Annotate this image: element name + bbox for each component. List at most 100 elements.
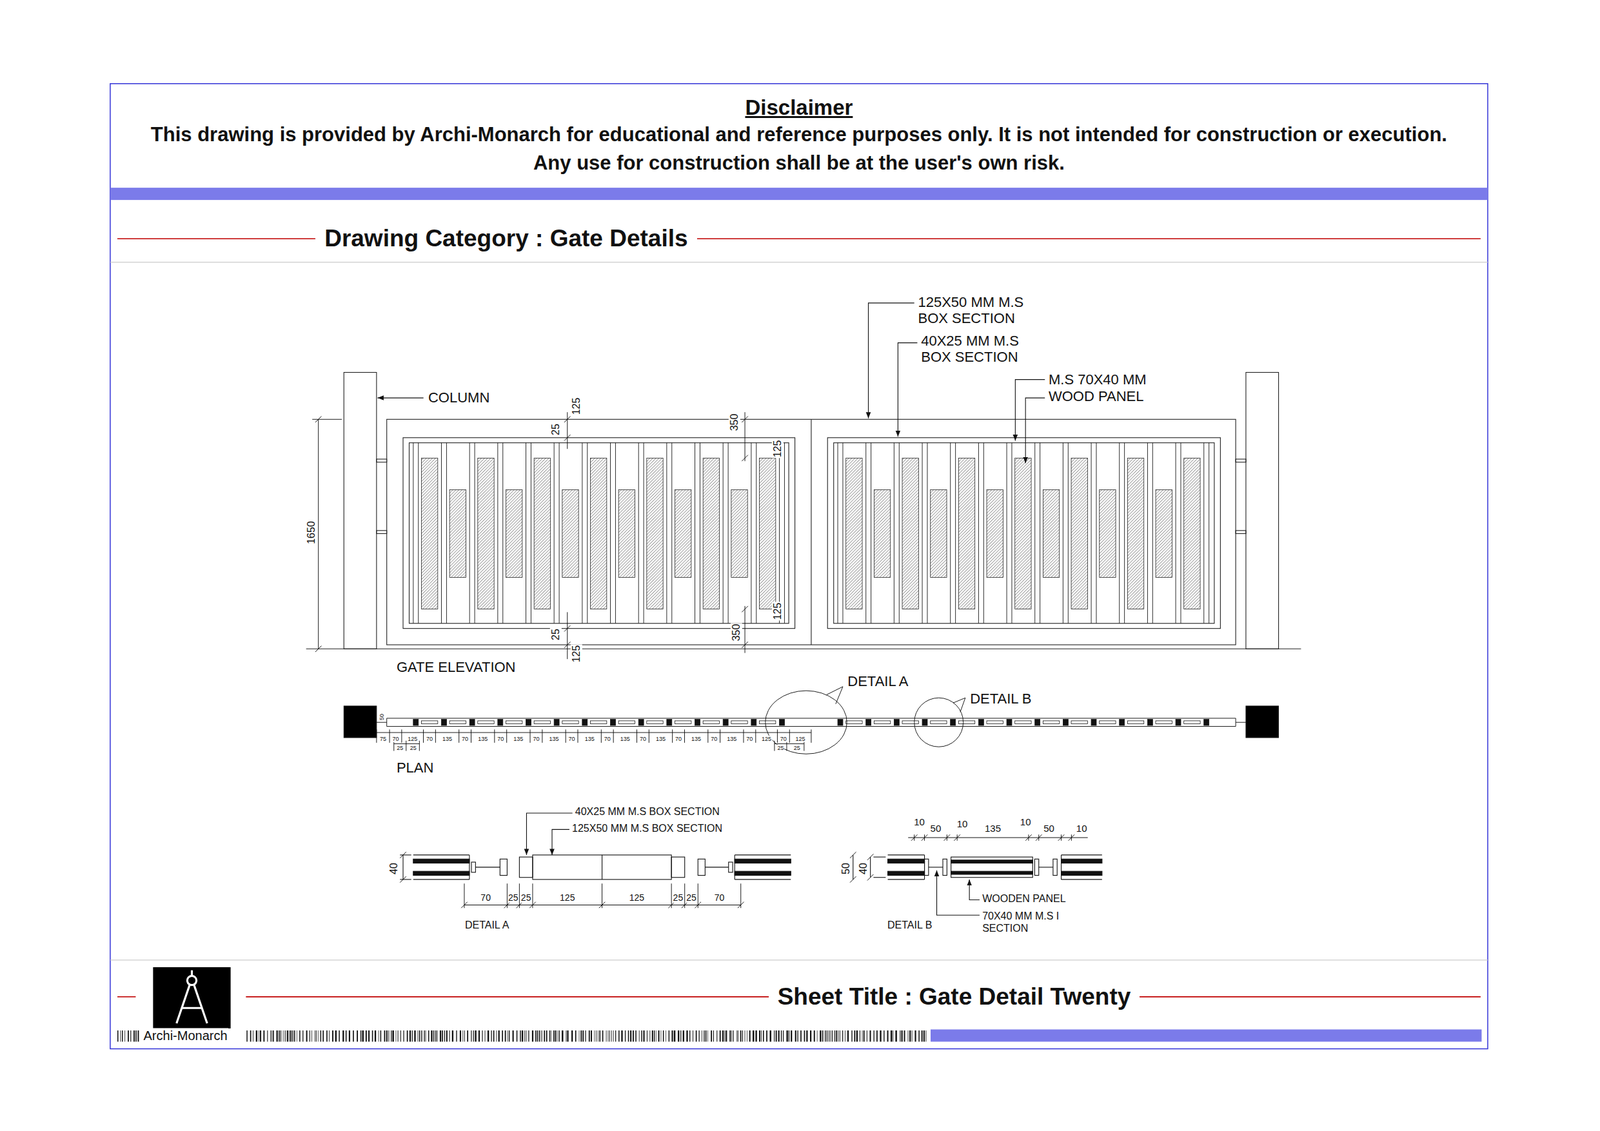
barcode-strip xyxy=(315,1030,318,1042)
dimension-line xyxy=(564,641,571,648)
gate-infill xyxy=(1099,489,1116,578)
barcode-strip xyxy=(834,1030,836,1042)
dimension-line xyxy=(707,729,709,743)
plan-members xyxy=(902,720,919,725)
gate-infill xyxy=(530,443,532,624)
gate-infill xyxy=(1118,443,1120,624)
dimension-line xyxy=(463,883,465,909)
gate-infill xyxy=(1147,443,1148,624)
gate-infill xyxy=(755,443,757,624)
barcode-strip xyxy=(377,1030,380,1042)
gate-infill xyxy=(581,443,583,624)
dimension-line xyxy=(532,883,533,909)
plan-members xyxy=(1091,719,1097,725)
gate-infill xyxy=(702,457,720,609)
gate-infill xyxy=(413,443,1210,624)
barcode-strip xyxy=(638,1030,640,1042)
barcode-strip xyxy=(819,1030,822,1042)
barcode-strip xyxy=(635,1030,637,1042)
gate-infill xyxy=(699,443,701,624)
barcode-strip xyxy=(306,1030,308,1042)
detail-b-section xyxy=(908,837,1088,838)
barcode-strip xyxy=(292,1030,293,1042)
barcode-strip xyxy=(272,1030,275,1042)
detail-b-section xyxy=(924,859,929,876)
dimension: 125 xyxy=(570,644,583,664)
barcode-strip xyxy=(610,1030,613,1042)
dimension: 135 xyxy=(984,822,1002,834)
dimension-line xyxy=(803,740,805,752)
barcode-strip xyxy=(722,1030,724,1042)
barcode-strip xyxy=(537,1030,539,1042)
barcode-strip xyxy=(521,1030,524,1042)
dimension: 10 xyxy=(1019,817,1032,829)
barcode-strip xyxy=(866,1030,868,1042)
barcode-strip xyxy=(904,1030,906,1042)
detail-a-section xyxy=(413,871,470,876)
dimension-line xyxy=(741,416,748,423)
gate-infill xyxy=(1155,489,1172,578)
dimension-line xyxy=(577,729,578,743)
barcode-strip xyxy=(853,1030,856,1042)
barcode-strip xyxy=(713,1030,714,1042)
barcode-strip xyxy=(280,1030,282,1042)
detail-a-section xyxy=(734,879,791,880)
barcode-strip xyxy=(582,1030,584,1042)
barcode-strip xyxy=(883,1030,885,1042)
gate-infill xyxy=(497,443,498,624)
barcode-strip xyxy=(682,1030,685,1042)
barcode-strip xyxy=(677,1030,680,1042)
gate-infill xyxy=(842,443,843,624)
gate-infill xyxy=(846,457,863,609)
gate-infill xyxy=(1071,457,1088,609)
dimension: 135 xyxy=(441,735,453,742)
barcode-strip xyxy=(481,1030,483,1042)
barcode-strip xyxy=(762,1030,765,1042)
dimension: 135 xyxy=(655,735,667,742)
dimension: 40 xyxy=(388,862,400,876)
dimension: 25 xyxy=(409,744,418,752)
plan-members xyxy=(505,720,522,725)
plan-members xyxy=(722,719,729,725)
plan-members xyxy=(1015,720,1032,725)
barcode-strip xyxy=(719,1030,721,1042)
sheet-frame xyxy=(110,83,1488,1050)
gate-infill xyxy=(865,443,867,624)
barcode-strip xyxy=(615,1030,616,1042)
dimension-line xyxy=(312,412,1075,909)
barcode-strip xyxy=(890,1030,892,1042)
plan-members xyxy=(1062,719,1068,725)
detail-a-section xyxy=(413,879,470,880)
barcode-strip xyxy=(320,1030,322,1042)
plan-members xyxy=(837,719,843,725)
barcode-strip xyxy=(816,1030,818,1042)
barcode-strip xyxy=(474,1030,476,1042)
dimension-line xyxy=(648,729,650,743)
detail-a-section xyxy=(519,857,533,878)
gate-infill xyxy=(922,443,923,624)
dimension: 350 xyxy=(730,623,743,643)
detail-a-section xyxy=(499,859,507,876)
barcode-strip xyxy=(797,1030,798,1042)
barcode-strip xyxy=(290,1030,292,1042)
barcode-strip xyxy=(423,1030,425,1042)
barcode-strip xyxy=(421,1030,422,1042)
barcode-strip xyxy=(809,1030,812,1042)
detail-b-section xyxy=(869,857,871,878)
gate-elevation xyxy=(1235,459,1246,463)
barcode-strip xyxy=(296,1030,298,1042)
barcode-strip xyxy=(571,1030,573,1042)
material-callout: 70X40 MM M.S I SECTION xyxy=(981,910,1063,935)
dimension: 70 xyxy=(779,735,788,742)
barcode-strip xyxy=(528,1030,529,1042)
gate-elevation xyxy=(343,372,377,650)
gate-infill xyxy=(562,489,579,578)
barcode-strip xyxy=(597,1030,599,1042)
dimension-line xyxy=(741,455,748,462)
gate-infill xyxy=(930,489,947,578)
dimension: 25 xyxy=(507,892,520,903)
barcode-strip xyxy=(493,1030,495,1042)
barcode-strip xyxy=(786,1030,788,1042)
barcode-strip xyxy=(473,1030,475,1042)
detail-a-section xyxy=(413,854,470,856)
